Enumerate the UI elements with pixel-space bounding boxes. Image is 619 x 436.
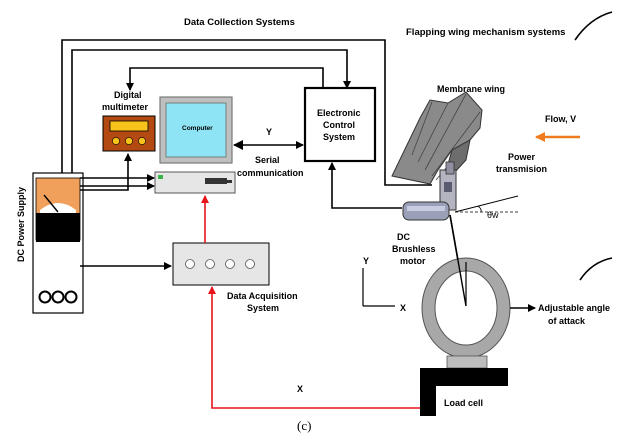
label-power-2: transmision (496, 164, 547, 174)
label-flow: Flow, V (545, 114, 576, 124)
label-membrane-wing: Membrane wing (437, 84, 505, 94)
label-motor-2: Brushless (392, 244, 436, 254)
label-flapping-wing: Flapping wing mechanism systems (406, 27, 565, 38)
data-acquisition-box (172, 242, 270, 286)
digital-multimeter (102, 115, 156, 152)
axes-indicator (362, 268, 395, 307)
arc-top-right (574, 11, 613, 41)
label-multimeter-2: multimeter (102, 102, 149, 112)
angle-of-attack-ring (421, 214, 511, 359)
label-serial-2: communication (237, 168, 304, 178)
computer-cpu-unit (154, 171, 236, 194)
label-axis-x: X (400, 303, 406, 313)
label-motor-3: motor (400, 256, 426, 266)
angle-arc (477, 205, 482, 213)
label-aoa-2: of attack (548, 316, 586, 326)
label-multimeter-1: Digital (114, 90, 142, 100)
label-axis-y: Y (363, 256, 369, 266)
dc-power-supply (32, 172, 84, 314)
label-daq-1: Data Acquisition (227, 291, 298, 301)
label-computer: Computer (182, 125, 213, 132)
label-ecs-2: Control (323, 120, 355, 130)
figure-caption: (c) (297, 418, 311, 433)
label-power-1: Power (508, 152, 536, 162)
electronic-control-system-box (303, 86, 377, 163)
label-dc-power: DC Power Supply (16, 187, 26, 262)
dc-brushless-motor (402, 201, 450, 221)
load-cell (420, 355, 508, 416)
ecs-motor-wire (328, 162, 402, 209)
membrane-wing (391, 91, 483, 185)
label-data-collection: Data Collection Systems (184, 17, 295, 28)
label-motor-1: DC (397, 232, 410, 242)
label-ecs-1: Electronic (317, 108, 361, 118)
label-serial-1: Serial (255, 155, 280, 165)
arc-mid-right (579, 257, 613, 281)
label-x-signal: X (297, 384, 303, 394)
label-daq-2: System (247, 303, 279, 313)
angle-line (454, 195, 519, 213)
label-theta: θw (487, 210, 499, 220)
label-aoa-1: Adjustable angle (538, 303, 610, 313)
label-ecs-3: System (323, 132, 355, 142)
red-signal-lines (201, 195, 420, 409)
top-wiring (61, 39, 432, 186)
label-load-cell: Load cell (444, 398, 483, 408)
computer-monitor (159, 96, 233, 164)
psu-wires (80, 153, 172, 270)
label-y-signal: Y (266, 127, 272, 137)
